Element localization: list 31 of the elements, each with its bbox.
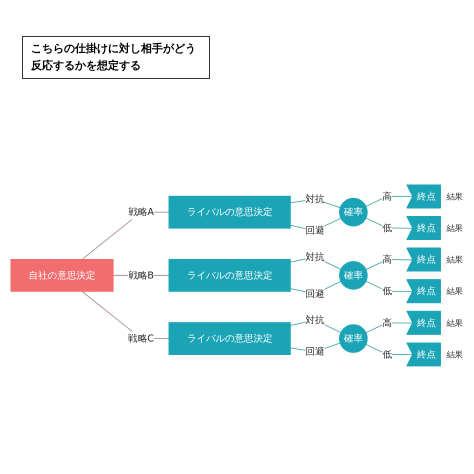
edge-label: 高 xyxy=(382,316,392,328)
edge-label: 高 xyxy=(382,253,392,265)
edge-label: 高 xyxy=(382,190,392,202)
edge-label: 低 xyxy=(382,222,392,233)
edge-label: 戦略A xyxy=(128,206,154,218)
node-box: ライバルの意思決定 xyxy=(168,195,291,228)
edge-label: 戦略B xyxy=(128,269,154,280)
result-label: 結果 xyxy=(446,254,463,264)
edge-label: 低 xyxy=(382,348,392,360)
note-text: こちらの仕掛けに対し相手がどう反応するかを想定する xyxy=(22,36,210,79)
result-label: 結果 xyxy=(446,222,463,233)
edge-label: 対抗 xyxy=(305,192,324,204)
edge-label: 回避 xyxy=(305,288,324,299)
edge-label: 対抗 xyxy=(305,250,324,262)
node-circle: 確率 xyxy=(339,198,368,226)
edge-label: 戦略C xyxy=(128,332,154,344)
edge-label: 回避 xyxy=(305,345,324,357)
node-circle: 確率 xyxy=(339,260,368,290)
connector xyxy=(366,217,414,228)
result-label: 結果 xyxy=(446,317,463,328)
node-box: ライバルの意思決定 xyxy=(168,322,291,355)
node-box: ライバルの意思決定 xyxy=(168,258,291,292)
node-circle: 確率 xyxy=(339,324,368,352)
edge-label: 回避 xyxy=(305,224,324,236)
connector xyxy=(366,322,414,333)
result-label: 結果 xyxy=(446,190,463,201)
result-label: 結果 xyxy=(446,286,463,296)
node-box: 自社の意思決定 xyxy=(10,258,114,292)
edge-label: 対抗 xyxy=(305,314,324,326)
result-label: 結果 xyxy=(446,348,463,359)
edge-label: 低 xyxy=(382,284,392,296)
